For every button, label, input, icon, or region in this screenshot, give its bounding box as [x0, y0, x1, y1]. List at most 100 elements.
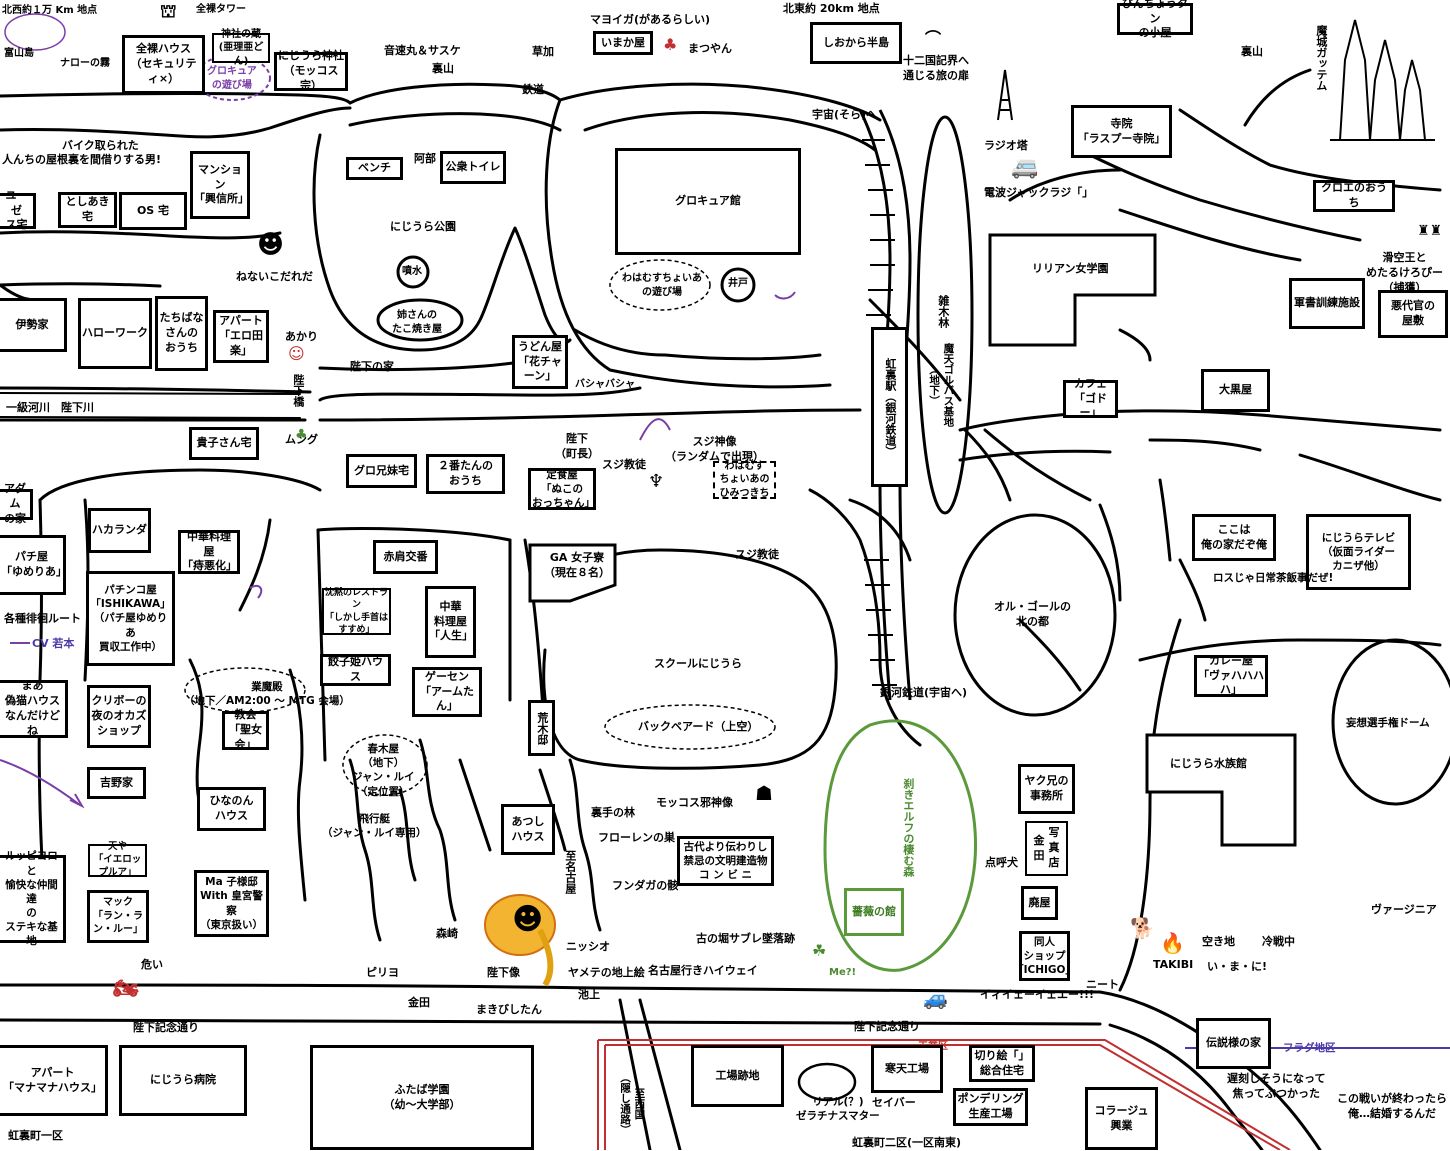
rose-mansion[interactable]: 薔薇の館 — [844, 888, 904, 936]
takako-house[interactable]: 貴子さん宅 — [189, 427, 259, 460]
nijiura-district-2: 虹裏町二区(一区南東) — [852, 1136, 962, 1149]
ga-dorm[interactable]: GA 女子寮 （現在８名） — [544, 551, 610, 579]
heika-bridge-label[interactable]: 陛下橋 — [291, 374, 305, 407]
kuroe-house[interactable]: クロエのおうち — [1313, 180, 1395, 212]
photo-shop-label: 写 真 店 — [1048, 826, 1060, 869]
kodai-konbini[interactable]: 古代より伝わりし 禁忌の文明建造物 コ ン ビ ニ — [677, 836, 774, 886]
kirie-housing[interactable]: 切り絵「」 総合住宅 — [969, 1045, 1035, 1082]
pachinko-ishikawa[interactable]: パチンコ屋 「ISHIKAWA」 （パチ屋ゆめりあ 買収工作中） — [86, 571, 175, 666]
futaba-academy[interactable]: ふたば学園 （幼～大学部） — [310, 1045, 534, 1150]
lillian-academy[interactable]: リリアン女学園 — [1032, 262, 1109, 275]
reito-label: 冷戦中 — [1262, 935, 1295, 948]
os-house[interactable]: OS 宅 — [119, 192, 187, 230]
car-icon: 🚙 — [923, 986, 948, 1010]
hello-work[interactable]: ハローワーク — [78, 298, 152, 369]
suji-god-icon: ♆ — [648, 471, 665, 492]
rasputin-temple[interactable]: 寺院 「ラスプー寺院」 — [1071, 105, 1172, 158]
nijiura-tv[interactable]: にじうらテレビ （仮面ライダー カニザ他） — [1306, 514, 1411, 590]
precure-play-area[interactable]: グロキュア の遊び場 — [207, 66, 257, 91]
factory-ruin[interactable]: 工場跡地 — [691, 1045, 784, 1107]
harukiya-label[interactable]: 春木屋 （地下） ジャン・ルイ （定位置） — [352, 743, 415, 798]
game-center[interactable]: ゲーセン 「アームたん」 — [412, 667, 482, 717]
chinmoku-restaurant[interactable]: 沈黙のレストラン 「しかし手首はすすめ」 — [322, 588, 391, 635]
niban-house[interactable]: ２番たんの おうち — [426, 454, 505, 494]
public-toilet[interactable]: 公衆トイレ — [440, 151, 506, 184]
precure-hall[interactable]: グロキュア館 — [615, 148, 801, 255]
nijiura-aquarium[interactable]: にじうら水族館 — [1170, 757, 1247, 770]
toshiaki-house[interactable]: としあき宅 — [58, 192, 117, 228]
akabane-koban[interactable]: 赤肩交番 — [373, 540, 438, 574]
apart-manama[interactable]: アパート 「マナマナハウス」 — [0, 1045, 108, 1116]
nijiura-jinja[interactable]: にじうら神社 （モッコス宗） — [274, 49, 348, 92]
kodai-kin-label: 古の堀サブレ墜落跡 — [696, 932, 795, 945]
takoyaki-stand[interactable]: 姉さんの たこ焼き屋 — [392, 310, 442, 335]
zenra-house[interactable]: 全裸ハウス （セキュリティ×） — [122, 35, 205, 94]
kusaka-label: 草加 — [532, 45, 554, 58]
heika-house-label[interactable]: 陛下の家 — [350, 360, 394, 373]
kanten-factory[interactable]: 寒天工場 — [871, 1045, 943, 1093]
yoshinoya[interactable]: 吉野家 — [87, 767, 146, 799]
yusei-house[interactable]: ユーゼ ス宅 — [0, 189, 36, 231]
hakaranda[interactable]: ハカランダ — [88, 508, 151, 553]
well-label[interactable]: 井戸 — [728, 278, 748, 289]
guro-siblings-house[interactable]: グロ兄妹宅 — [346, 454, 417, 488]
cafe-godot[interactable]: カフェ 「ゴドー」 — [1063, 377, 1118, 419]
mac[interactable]: マック 「ラン・ラン・ルー」 — [87, 890, 149, 943]
ruppiyo-base[interactable]: ルッピヨロと 愉快な仲間達 の ステキな基地 — [0, 850, 66, 947]
north-capital[interactable]: オル・ゴールの 北の都 — [994, 600, 1071, 628]
hinanon-house[interactable]: ひなのん ハウス — [197, 787, 266, 831]
nijiura-station-label: 虹裏駅（銀河鉄道） — [883, 357, 897, 457]
church[interactable]: 教会 「聖女会」 — [222, 708, 269, 751]
atsushi-house[interactable]: あつし ハウス — [501, 804, 555, 855]
apart-ero[interactable]: アパート 「エロ田楽」 — [213, 310, 269, 363]
clibo-shop[interactable]: クリボーの 夜のオカズ ショップ — [87, 685, 151, 748]
school-nijiura[interactable]: スクールにじうら — [654, 657, 742, 670]
pondering-factory[interactable]: ポンデリング 生産工場 — [953, 1088, 1028, 1126]
delusion-dome[interactable]: 妄想選手権ドーム — [1346, 717, 1430, 729]
chuka-jinsei[interactable]: 中華 料理屋 「人生」 — [425, 586, 476, 658]
ma-kodomo-mansion[interactable]: Ma 子様邸 With 皇宮警察 （東京扱い） — [194, 870, 269, 937]
maa-house[interactable]: まあ 偽猫ハウス なんだけどね — [0, 679, 68, 738]
haioku[interactable]: 廃屋 — [1021, 886, 1058, 920]
tachibana-house[interactable]: たちばな さんの おうち — [155, 296, 208, 371]
mansion-koshinjo[interactable]: マンション 「興信所」 — [190, 151, 250, 219]
heika-statue-label[interactable]: 陛下像 — [487, 966, 520, 979]
teishoku-shop[interactable]: 定食屋 「ぬこの おっちゃん」 — [528, 468, 596, 510]
imakaya[interactable]: いまか屋 — [593, 31, 653, 55]
daikokuya[interactable]: 大黒屋 — [1201, 369, 1270, 412]
curry-shop[interactable]: カレー屋 「ヴァハハハハ」 — [1194, 654, 1268, 697]
nijiura-hospital[interactable]: にじうら病院 — [119, 1045, 247, 1116]
araki-house[interactable]: 荒木邸 — [528, 700, 555, 756]
akudaikan-mansion[interactable]: 悪代官の 屋敷 — [1378, 290, 1448, 338]
jinja-kura[interactable]: 神社の蔵 (亜理亜どん) — [212, 29, 270, 67]
gyomaden-label[interactable]: 業魔殿 （地下／AM2:00 ～ MTG 会場） — [184, 681, 350, 708]
maten-base[interactable]: 魔天ゴルバス基地 （地下） — [928, 343, 955, 427]
shiokara-peninsula[interactable]: しおから半島 — [810, 22, 902, 64]
dojin-shop[interactable]: 同人 ショップ 「ICHIGO」 — [1013, 931, 1076, 981]
tenya[interactable]: 天や 「イエロップルア」 — [88, 841, 147, 878]
adam-house[interactable]: アダム の家 — [0, 482, 33, 525]
ise-house[interactable]: 伊勢家 — [0, 298, 67, 352]
udon-shop[interactable]: うどん屋 「花チャーン」 — [512, 335, 568, 389]
nisshio-label: ニッシオ — [566, 940, 610, 953]
chuka-jiakka[interactable]: 中華料理屋 「痔悪化」 — [178, 530, 240, 574]
pachi-yumeria[interactable]: パチ屋 「ゆめりあ」 — [0, 535, 67, 595]
elf-forest-label[interactable]: 刹きエルフの棲む森 — [901, 778, 915, 877]
akichi-label[interactable]: 空き地 — [1202, 935, 1235, 948]
koko-ore-house[interactable]: ここは 俺の家だぞ俺 — [1192, 514, 1276, 561]
legend-house[interactable]: 伝説様の家 — [1196, 1018, 1271, 1069]
kaneda-photo[interactable]: 金 田 写 真 店 — [1025, 821, 1068, 876]
wawamusu-secret-base[interactable]: わはむす ちょいあの ひみつきち — [713, 461, 776, 499]
fountain-label[interactable]: 噴水 — [402, 266, 422, 277]
wawamusu-play-area[interactable]: わはむすちょいあ の遊び場 — [622, 273, 702, 298]
military-facility[interactable]: 軍書訓練施設 — [1289, 278, 1365, 329]
gyoza-hime-house[interactable]: 餃子姫ハウス — [320, 654, 391, 686]
nijiura-station[interactable]: 虹裏駅（銀河鉄道） — [871, 327, 908, 487]
yaku-office[interactable]: ヤク兄の 事務所 — [1018, 764, 1075, 814]
pinchotan-hut[interactable]: ぴんちょうタン の小屋 — [1117, 0, 1193, 39]
chijo-label: 池上 — [578, 988, 600, 1001]
park-bench[interactable]: ベンチ — [346, 157, 403, 180]
urayama-label-1: 裏山 — [432, 62, 454, 75]
mokkos-statue-icon: ☗ — [755, 781, 773, 805]
collage-kogyo[interactable]: コラージュ 興業 — [1085, 1087, 1158, 1150]
